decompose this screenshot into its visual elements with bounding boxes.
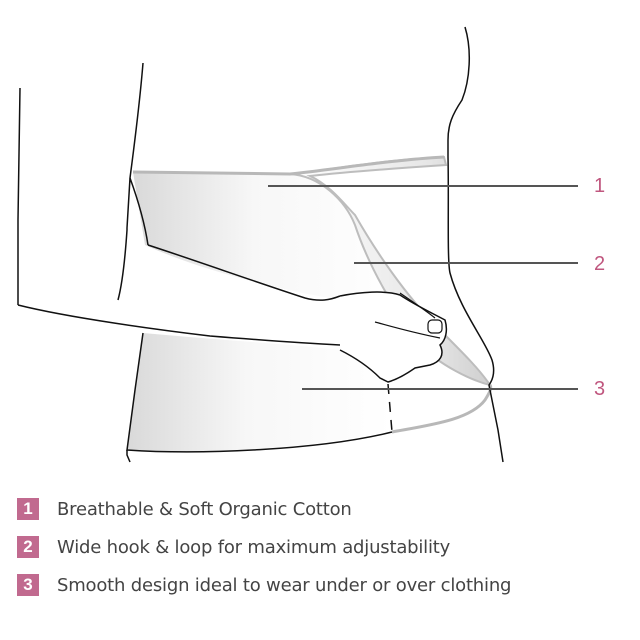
callout-1: 1 [594, 175, 606, 197]
legend-item: 3 Smooth design ideal to wear under or o… [17, 566, 627, 604]
feature-legend: 1 Breathable & Soft Organic Cotton 2 Wid… [17, 490, 627, 604]
legend-text: Wide hook & loop for maximum adjustabili… [57, 536, 451, 558]
number-badge: 2 [17, 536, 39, 558]
callout-2: 2 [594, 253, 606, 275]
legend-item: 1 Breathable & Soft Organic Cotton [17, 490, 627, 528]
legend-text: Breathable & Soft Organic Cotton [57, 498, 352, 520]
torso-belt-drawing [17, 26, 578, 463]
number-badge: 3 [17, 574, 39, 596]
callout-3: 3 [594, 378, 606, 400]
number-badge: 1 [17, 498, 39, 520]
product-illustration: 1 2 3 [17, 26, 606, 463]
legend-item: 2 Wide hook & loop for maximum adjustabi… [17, 528, 627, 566]
legend-text: Smooth design ideal to wear under or ove… [57, 574, 512, 596]
